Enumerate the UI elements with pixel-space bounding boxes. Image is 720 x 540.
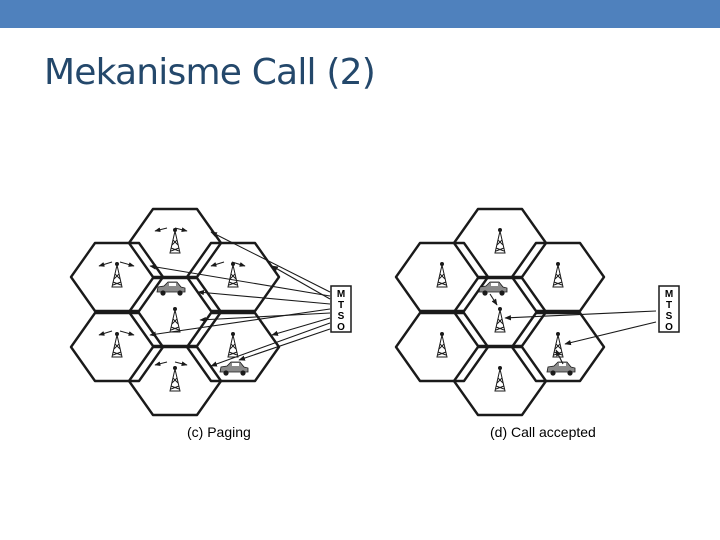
tower-icon	[227, 332, 239, 358]
mtso-letter: S	[666, 311, 673, 322]
tower-icon	[111, 262, 123, 288]
paging-arrow	[149, 308, 331, 337]
broadcast-arrow	[98, 261, 113, 267]
paging-arrow	[197, 289, 331, 305]
broadcast-arrow	[98, 330, 113, 336]
panel-caption: (d) Call accepted	[490, 424, 596, 440]
cell-towers	[436, 228, 564, 392]
mobile-cars	[156, 281, 249, 376]
hex-cell-bottom	[127, 345, 223, 417]
tower-icon	[494, 228, 506, 254]
hex-cell-upper-right	[510, 241, 606, 313]
paging-arrow	[210, 231, 331, 293]
mtso-letter: M	[665, 289, 673, 300]
tower-icon	[494, 366, 506, 392]
mtso-letter: T	[338, 300, 344, 311]
broadcast-arrow	[154, 227, 168, 233]
car-icon	[156, 281, 186, 296]
hex-cell-top	[127, 207, 223, 279]
cell-towers	[111, 228, 239, 392]
mtso-box: M T S O	[658, 285, 680, 333]
car-icon	[219, 361, 249, 376]
paging-arrow	[271, 265, 331, 300]
tower-icon	[169, 307, 181, 333]
mtso-letter: T	[666, 300, 672, 311]
hex-cell-grid	[394, 207, 606, 417]
panel-paging: M T S O (c) Paging	[69, 207, 352, 440]
car-icon	[546, 361, 576, 376]
hex-cell-lower-left	[69, 311, 165, 383]
car-icon	[478, 281, 508, 296]
hex-cell-grid	[69, 207, 281, 417]
mobile-cars	[478, 281, 576, 376]
mtso-letter: O	[665, 322, 673, 333]
mtso-letter: O	[337, 322, 345, 333]
tower-icon	[436, 332, 448, 358]
car-uplink-arrow	[555, 349, 564, 365]
slide-title: Mekanisme Call (2)	[44, 52, 376, 93]
hex-cell-upper-left	[69, 241, 165, 313]
panel-call-accepted: M T S O (d) Call accepted	[394, 207, 680, 440]
hex-cell-top	[452, 207, 548, 279]
top-accent-bar	[0, 0, 720, 28]
broadcast-arrow	[174, 361, 188, 367]
mtso-letter: S	[338, 311, 345, 322]
broadcast-arrow	[174, 227, 188, 233]
tower-icon	[436, 262, 448, 288]
mtso-box: M T S O	[330, 285, 352, 333]
tower-icon	[111, 332, 123, 358]
hex-cell-upper-right	[185, 241, 281, 313]
mtso-link-arrow	[564, 321, 657, 346]
paging-arrow	[271, 317, 331, 336]
mtso-letter: M	[337, 289, 345, 300]
call-links	[489, 293, 657, 365]
paging-arrow	[199, 312, 331, 323]
paging-arrows	[149, 231, 331, 367]
tower-icon	[227, 262, 239, 288]
car-uplink-arrow	[489, 293, 498, 306]
broadcast-arrows	[98, 227, 246, 367]
panel-caption: (c) Paging	[187, 424, 251, 440]
tower-icon	[552, 262, 564, 288]
paging-arrow	[210, 322, 331, 367]
hex-cell-upper-left	[394, 241, 490, 313]
broadcast-arrow	[154, 361, 168, 367]
broadcast-arrow	[210, 261, 225, 267]
tower-icon	[169, 228, 181, 254]
paging-arrow	[238, 328, 331, 361]
tower-icon	[494, 307, 506, 333]
broadcast-arrow	[119, 261, 135, 267]
broadcast-arrow	[119, 330, 135, 336]
broadcast-arrow	[231, 261, 246, 267]
paging-arrow	[149, 264, 331, 297]
tower-icon	[169, 366, 181, 392]
mtso-link-arrow	[504, 310, 657, 321]
hex-cell-lower-left	[394, 311, 490, 383]
hex-cell-bottom	[452, 345, 548, 417]
